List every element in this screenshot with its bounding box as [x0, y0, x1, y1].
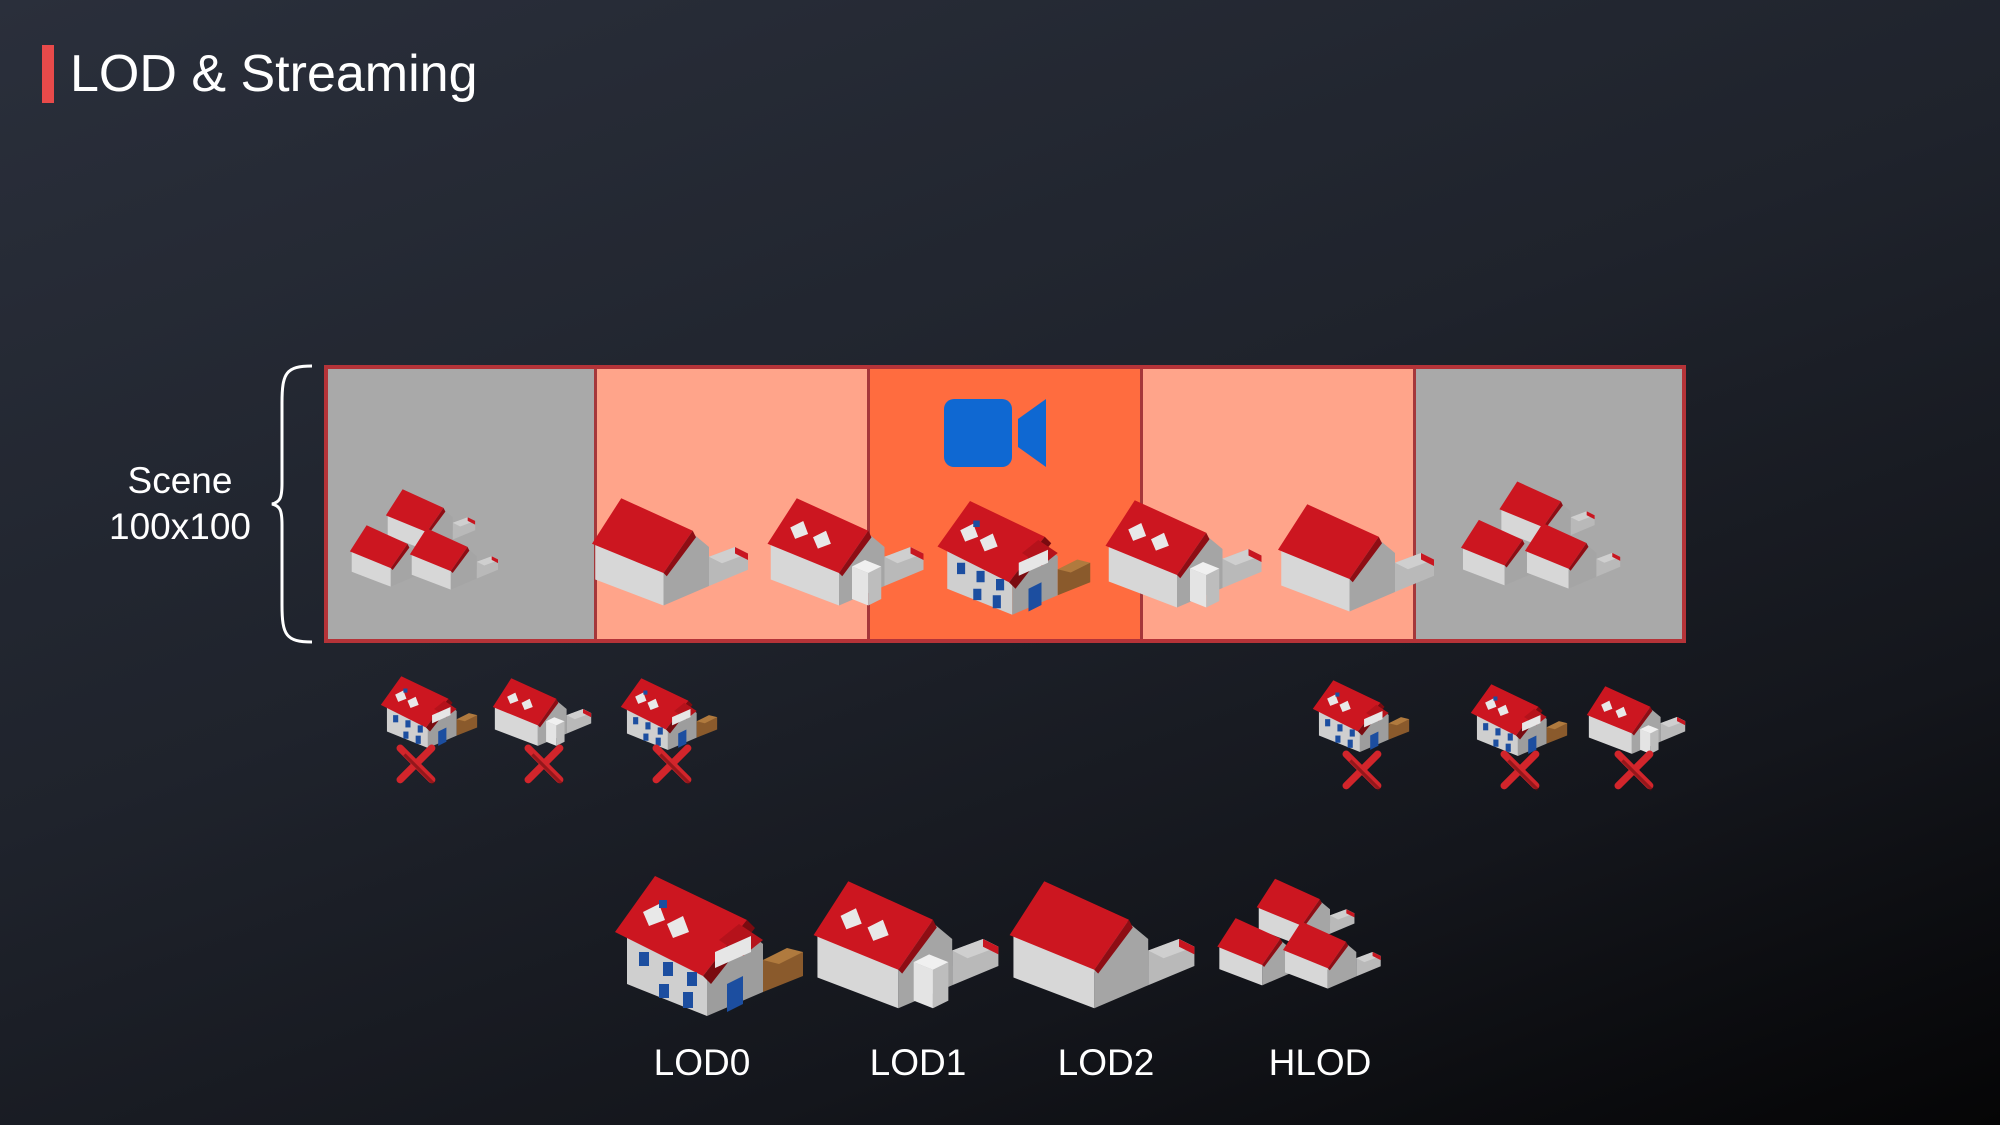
grid-model-lod1-left — [767, 498, 924, 606]
page-title: LOD & Streaming — [70, 45, 478, 103]
grid-model-hlod-left — [348, 466, 498, 626]
unloaded-model-1 — [380, 676, 478, 748]
scene-label-line2: 100x100 — [109, 506, 251, 547]
scene-label-line1: Scene — [127, 460, 233, 501]
legend-label-lod1: LOD1 — [869, 1042, 967, 1083]
legend-model-hlod — [1202, 862, 1442, 1018]
x-mark-icon — [396, 744, 438, 786]
legend-model-lod0 — [615, 876, 803, 1016]
legend-model-lod2 — [1009, 881, 1195, 1009]
unloaded-model-2 — [492, 678, 592, 746]
unloaded-model-6 — [1586, 686, 1686, 754]
video-camera-icon — [944, 399, 1046, 467]
grid-model-lod2-left — [592, 498, 748, 606]
grid-model-hlod-right — [1440, 462, 1686, 622]
scene-cell-1-far — [324, 365, 597, 643]
x-mark-icon — [652, 744, 694, 786]
unloaded-model-3 — [620, 678, 718, 750]
legend-label-lod0: LOD0 — [653, 1042, 751, 1083]
grid-model-lod1-right — [1105, 500, 1262, 608]
unloaded-model-5 — [1470, 684, 1568, 756]
legend-model-lod1 — [813, 881, 999, 1009]
x-mark-icon — [1500, 750, 1542, 792]
legend-label-lod2: LOD2 — [1057, 1042, 1155, 1083]
scene-label: Scene 100x100 — [95, 458, 265, 550]
legend-label-hlod: HLOD — [1268, 1042, 1372, 1083]
x-mark-icon — [1342, 750, 1384, 792]
x-mark-icon — [524, 744, 566, 786]
grid-model-lod0-center — [937, 501, 1091, 615]
grid-model-lod2-right — [1278, 504, 1434, 612]
unloaded-model-4 — [1312, 680, 1410, 752]
title-accent-bar — [42, 45, 54, 103]
x-mark-icon — [1614, 750, 1656, 792]
curly-brace-icon — [271, 364, 313, 644]
